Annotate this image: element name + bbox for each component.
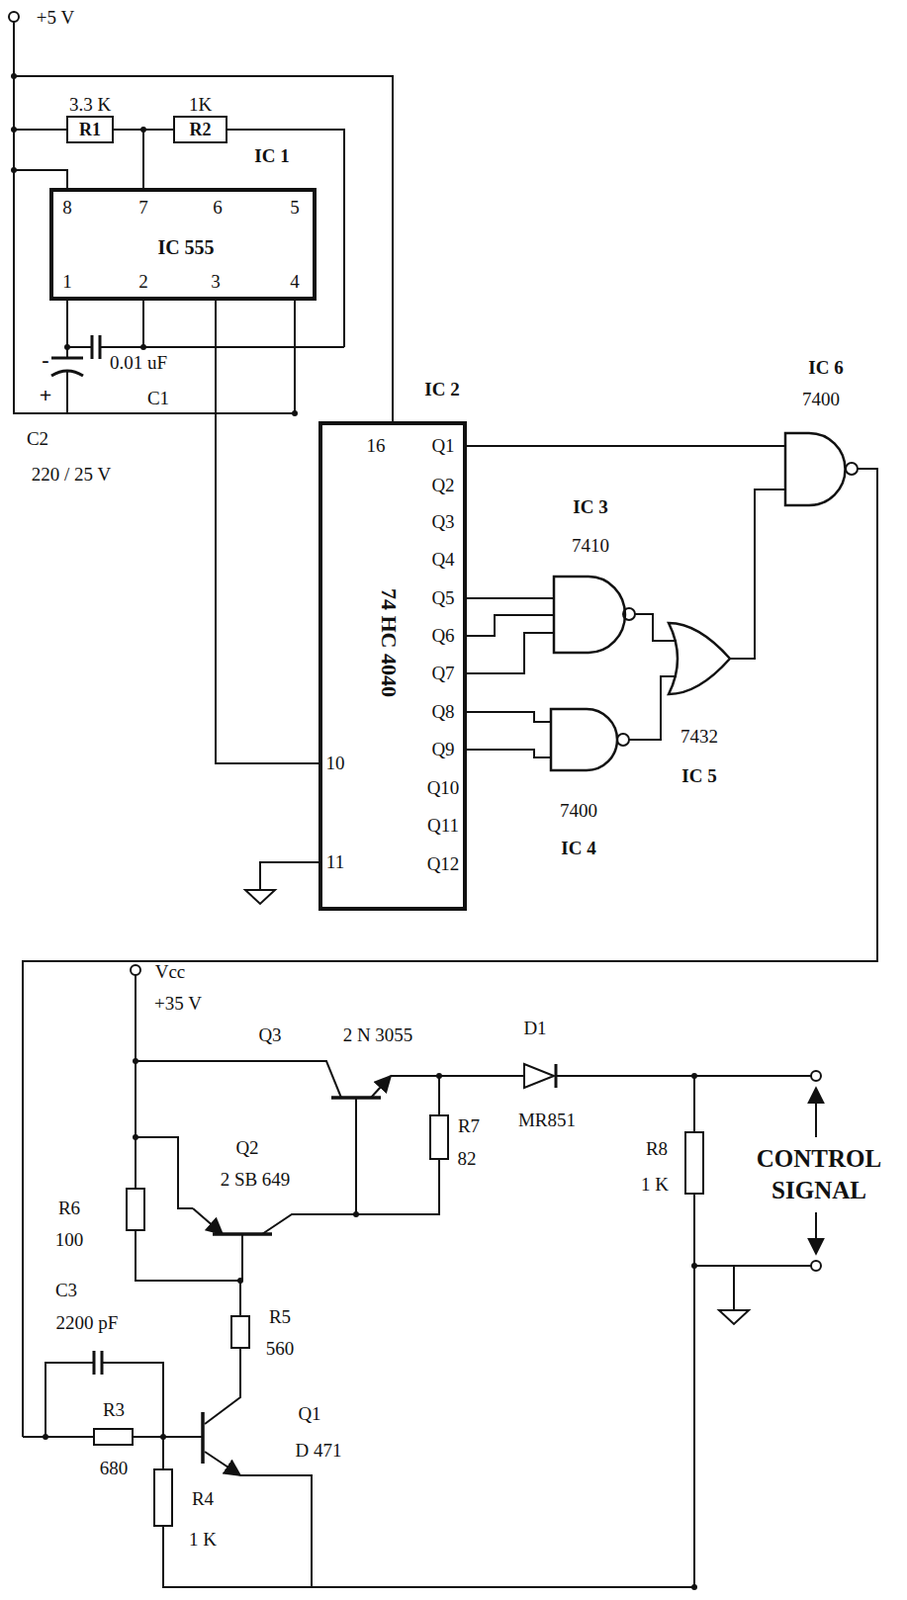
component-label: 7400	[802, 388, 840, 411]
component-label: Vcc	[155, 961, 186, 984]
value-label: 1K	[188, 93, 212, 116]
component-label: R7	[457, 1115, 480, 1138]
ic-package: 16 Q1Q2Q3Q4Q5Q6Q7Q8Q9Q10Q11Q12 74 HC 4040 1…	[318, 421, 467, 911]
pin-label: Q10	[427, 777, 460, 800]
pin-label: Q6	[431, 625, 454, 647]
component-label: IC 6	[808, 357, 843, 379]
component-label: C2	[26, 428, 49, 451]
pin-label: Q1	[431, 435, 454, 457]
pin-label: 2	[138, 271, 149, 293]
component-label: IC 5	[681, 765, 717, 788]
component-label: Q1	[297, 1403, 321, 1426]
component-label: IC 4	[560, 837, 596, 860]
component-label: 1 K	[640, 1174, 669, 1196]
component-label: R5	[269, 1306, 291, 1329]
component-label: 82	[457, 1148, 477, 1171]
component-label: IC 2	[424, 378, 459, 401]
pin-label: 4	[289, 271, 300, 293]
component-label: 2 SB 649	[220, 1169, 291, 1191]
pin-label: Q5	[431, 587, 454, 610]
pin-label: 8	[62, 196, 73, 219]
resistor-box: 3.3 KR1	[66, 115, 114, 144]
component-label: 680	[99, 1457, 129, 1480]
component-label: C1	[147, 387, 170, 410]
pin-label: Q7	[431, 662, 454, 685]
pin-label: 11	[326, 851, 345, 874]
wire	[113, 128, 174, 131]
component-label: 2 N 3055	[343, 1024, 414, 1047]
pin-label: 10	[326, 752, 346, 775]
component-label: 2200 pF	[56, 1312, 119, 1335]
component-label: 220 / 25 V	[31, 463, 111, 486]
pin-label: Q3	[431, 511, 454, 534]
ic-package: 8 7 6 5 IC 555 1 2 3 4	[49, 187, 317, 301]
pin-label: 7	[138, 196, 149, 219]
value-label: 3.3 K	[69, 93, 111, 116]
ic-name: IC 555	[157, 236, 214, 259]
component-label: R6	[58, 1197, 81, 1220]
pin-label: Q9	[431, 738, 454, 761]
component-label: MR851	[518, 1109, 576, 1132]
resistor-box: 1KR2	[173, 115, 228, 144]
component-label: 560	[266, 1338, 295, 1361]
wire	[215, 300, 319, 764]
component-label: -	[41, 349, 49, 371]
component-label: IC 3	[572, 496, 608, 519]
pin-label: Q11	[427, 815, 459, 837]
part-name: R2	[189, 119, 212, 140]
component-label: 1 K	[188, 1529, 217, 1551]
pin-label: 16	[366, 435, 386, 457]
component-label: 7410	[571, 535, 610, 557]
pin-label: 6	[212, 196, 223, 219]
component-label: IC 1	[254, 145, 289, 168]
pin-label: 3	[210, 271, 221, 293]
pin-label: Q8	[431, 701, 454, 724]
pin-label: Q12	[427, 853, 460, 876]
component-label: +	[39, 384, 53, 407]
component-label: 7432	[680, 725, 719, 748]
pin-label: 1	[62, 271, 73, 293]
part-name: R1	[79, 119, 101, 140]
component-label: Q2	[235, 1137, 259, 1160]
component-label: D 471	[295, 1440, 343, 1462]
component-label: R3	[102, 1399, 125, 1422]
pin-label: 5	[289, 196, 300, 219]
pin-label: Q4	[431, 548, 454, 571]
component-label: 0.01 uF	[109, 352, 168, 374]
component-label: +35 V	[154, 993, 202, 1015]
signal-label: CONTROL SIGNAL	[739, 1143, 899, 1207]
component-label: R8	[645, 1138, 668, 1161]
component-label: 7400	[559, 800, 598, 822]
ic-part-number: 74 HC 4040	[377, 588, 400, 698]
component-label: Q3	[258, 1024, 281, 1047]
component-label: C3	[55, 1279, 78, 1302]
component-label: R4	[191, 1488, 214, 1511]
component-label: +5 V	[36, 6, 75, 29]
component-label: D1	[523, 1017, 546, 1040]
pin-label: Q2	[431, 474, 454, 497]
component-label: 100	[55, 1229, 85, 1252]
